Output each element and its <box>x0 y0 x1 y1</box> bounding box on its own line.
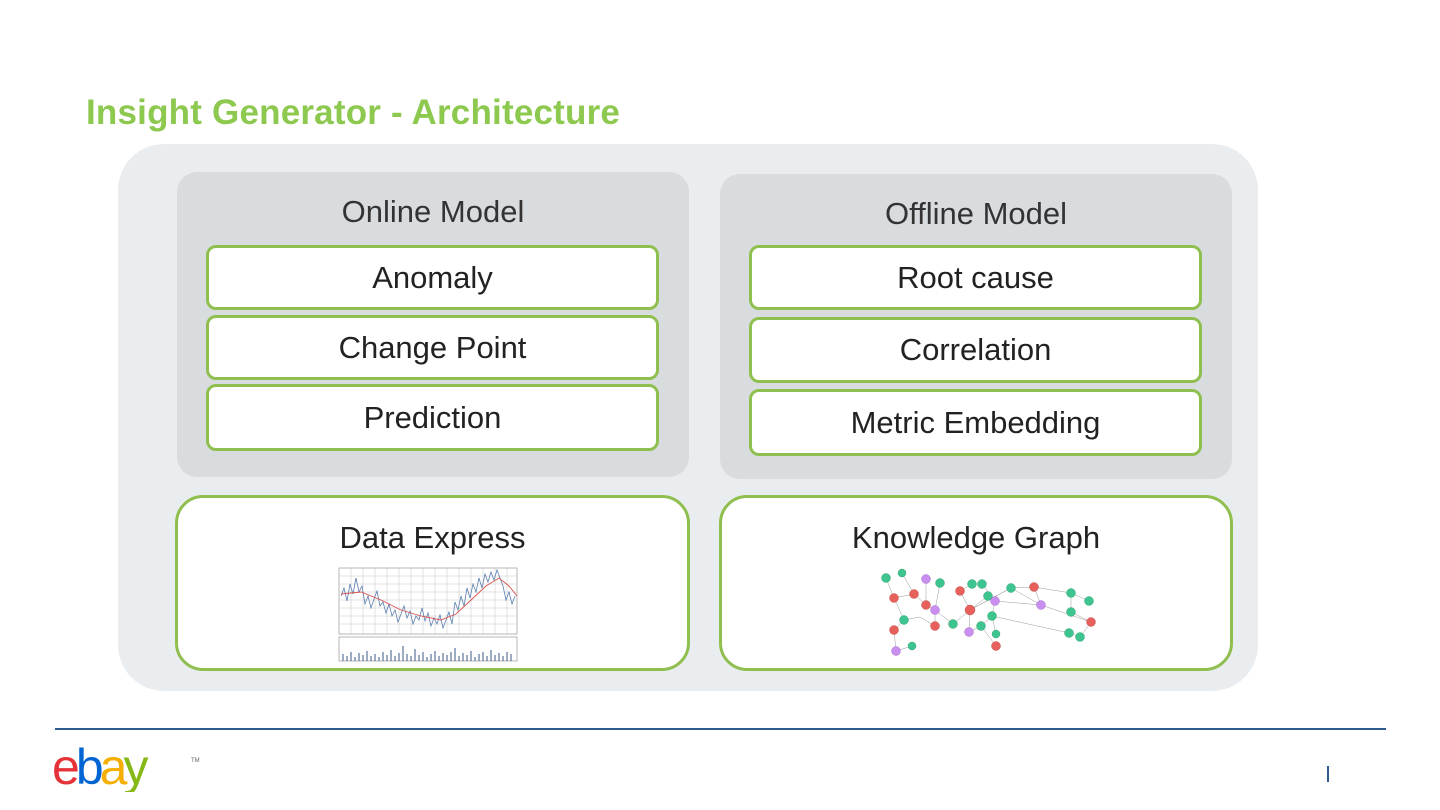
online-model-title: Online Model <box>341 194 525 229</box>
knowledge-graph-thumbnail <box>881 568 1096 656</box>
metric-embedding-box: Metric Embedding <box>749 389 1202 456</box>
graph-nodes-purple <box>891 574 1046 656</box>
offline-model-panel: Offline Model Root cause Correlation Met… <box>720 174 1232 479</box>
prediction-box: Prediction <box>206 384 659 451</box>
graph-nodes-red <box>889 582 1096 651</box>
footer-divider <box>55 728 1386 730</box>
graph-edges <box>885 572 1092 652</box>
svg-text:ebay: ebay <box>52 744 148 792</box>
root-cause-box: Root cause <box>749 245 1202 310</box>
knowledge-graph-box: Knowledge Graph <box>719 495 1233 671</box>
price-line <box>340 568 516 630</box>
online-model-panel: Online Model Anomaly Change Point Predic… <box>177 172 689 477</box>
price-chart-grid <box>338 567 518 635</box>
page-number-marker <box>1327 766 1329 782</box>
stock-chart-thumbnail <box>338 567 518 662</box>
anomaly-box: Anomaly <box>206 245 659 310</box>
slide-title: Insight Generator - Architecture <box>86 93 621 132</box>
volume-bars <box>342 646 512 661</box>
ebay-logo: ebay TM <box>52 744 200 792</box>
moving-average-line <box>340 577 518 621</box>
knowledge-graph-title: Knowledge Graph <box>851 520 1101 555</box>
graph-nodes-green <box>881 568 1094 651</box>
offline-model-title: Offline Model <box>884 196 1068 231</box>
svg-text:TM: TM <box>191 758 200 764</box>
change-point-box: Change Point <box>206 315 659 380</box>
correlation-box: Correlation <box>749 317 1202 383</box>
data-express-title: Data Express <box>339 520 526 555</box>
data-express-box: Data Express <box>175 495 690 671</box>
